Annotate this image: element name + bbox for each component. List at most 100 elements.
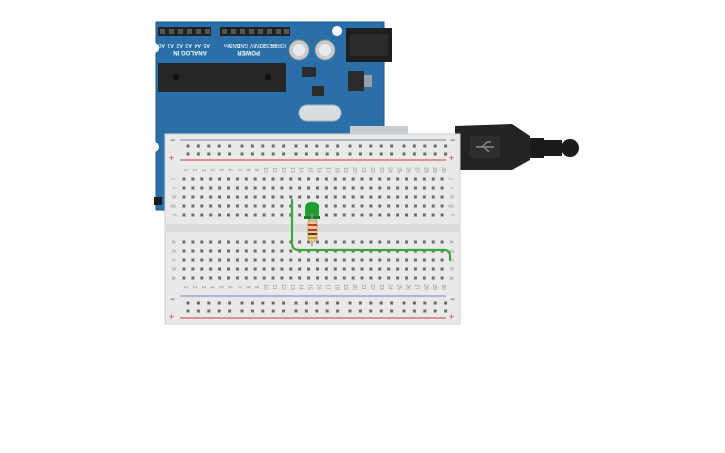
rail-hole[interactable] [433, 152, 437, 156]
terminal-hole[interactable] [200, 258, 204, 262]
terminal-hole[interactable] [351, 267, 355, 271]
terminal-hole[interactable] [422, 267, 426, 271]
terminal-hole[interactable] [431, 213, 435, 217]
rail-hole[interactable] [369, 309, 373, 313]
rail-hole[interactable] [433, 144, 437, 148]
terminal-hole[interactable] [209, 240, 213, 244]
terminal-hole[interactable] [191, 186, 195, 190]
rail-hole[interactable] [240, 152, 244, 156]
terminal-hole[interactable] [280, 267, 284, 271]
terminal-hole[interactable] [209, 204, 213, 208]
terminal-hole[interactable] [324, 267, 328, 271]
terminal-hole[interactable] [271, 267, 275, 271]
rail-hole[interactable] [315, 152, 319, 156]
rail-hole[interactable] [348, 301, 352, 305]
rail-hole[interactable] [402, 301, 406, 305]
terminal-hole[interactable] [253, 204, 257, 208]
rail-hole[interactable] [304, 301, 308, 305]
terminal-hole[interactable] [387, 195, 391, 199]
rail-hole[interactable] [369, 152, 373, 156]
terminal-hole[interactable] [218, 240, 222, 244]
rail-hole[interactable] [207, 301, 211, 305]
terminal-hole[interactable] [271, 240, 275, 244]
terminal-hole[interactable] [298, 204, 302, 208]
terminal-hole[interactable] [413, 258, 417, 262]
rail-hole[interactable] [358, 152, 362, 156]
terminal-hole[interactable] [253, 276, 257, 280]
terminal-hole[interactable] [316, 186, 319, 190]
terminal-hole[interactable] [422, 195, 426, 199]
terminal-hole[interactable] [200, 204, 204, 208]
terminal-hole[interactable] [413, 186, 417, 190]
terminal-hole[interactable] [360, 204, 364, 208]
rail-hole[interactable] [423, 301, 427, 305]
rail-hole[interactable] [379, 301, 383, 305]
terminal-hole[interactable] [342, 240, 346, 244]
terminal-hole[interactable] [289, 177, 293, 181]
terminal-hole[interactable] [209, 276, 213, 280]
terminal-hole[interactable] [227, 204, 230, 208]
terminal-hole[interactable] [289, 186, 293, 190]
rail-hole[interactable] [390, 301, 394, 305]
terminal-hole[interactable] [191, 267, 195, 271]
terminal-hole[interactable] [182, 276, 186, 280]
terminal-hole[interactable] [360, 177, 364, 181]
terminal-hole[interactable] [333, 276, 337, 280]
rail-hole[interactable] [250, 152, 254, 156]
terminal-hole[interactable] [209, 258, 213, 262]
rail-hole[interactable] [423, 152, 427, 156]
terminal-hole[interactable] [369, 213, 373, 217]
rail-hole[interactable] [282, 144, 286, 148]
rail-hole[interactable] [444, 144, 448, 148]
terminal-hole[interactable] [280, 195, 284, 199]
rail-hole[interactable] [294, 152, 298, 156]
terminal-hole[interactable] [200, 186, 204, 190]
rail-hole[interactable] [261, 144, 265, 148]
rail-hole[interactable] [412, 309, 416, 313]
terminal-hole[interactable] [431, 276, 435, 280]
terminal-hole[interactable] [200, 240, 204, 244]
terminal-hole[interactable] [253, 267, 257, 271]
rail-hole[interactable] [217, 301, 221, 305]
rail-hole[interactable] [271, 301, 275, 305]
terminal-hole[interactable] [280, 186, 284, 190]
rail-hole[interactable] [217, 152, 221, 156]
terminal-hole[interactable] [262, 177, 266, 181]
rail-hole[interactable] [336, 152, 340, 156]
rail-hole[interactable] [348, 309, 352, 313]
terminal-hole[interactable] [298, 267, 302, 271]
terminal-hole[interactable] [378, 213, 382, 217]
terminal-hole[interactable] [280, 177, 284, 181]
rail-hole[interactable] [228, 301, 232, 305]
rail-hole[interactable] [282, 301, 286, 305]
terminal-hole[interactable] [369, 195, 373, 199]
terminal-hole[interactable] [244, 240, 248, 244]
terminal-hole[interactable] [271, 276, 275, 280]
terminal-hole[interactable] [333, 213, 337, 217]
terminal-hole[interactable] [298, 186, 302, 190]
terminal-hole[interactable] [324, 213, 328, 217]
rail-hole[interactable] [444, 301, 448, 305]
rail-hole[interactable] [358, 301, 362, 305]
rail-hole[interactable] [196, 144, 200, 148]
terminal-hole[interactable] [405, 204, 408, 208]
terminal-hole[interactable] [387, 240, 391, 244]
terminal-hole[interactable] [271, 186, 275, 190]
analog-pin-header[interactable] [158, 27, 211, 36]
rail-hole[interactable] [315, 309, 319, 313]
terminal-hole[interactable] [253, 177, 257, 181]
terminal-hole[interactable] [218, 276, 222, 280]
terminal-hole[interactable] [235, 276, 239, 280]
rail-hole[interactable] [217, 309, 221, 313]
terminal-hole[interactable] [324, 195, 328, 199]
terminal-hole[interactable] [387, 204, 391, 208]
terminal-hole[interactable] [271, 195, 275, 199]
power-pin-header[interactable] [220, 27, 290, 36]
rail-hole[interactable] [207, 144, 211, 148]
terminal-hole[interactable] [262, 204, 266, 208]
terminal-hole[interactable] [396, 276, 400, 280]
terminal-hole[interactable] [253, 186, 257, 190]
terminal-hole[interactable] [413, 195, 417, 199]
terminal-hole[interactable] [405, 240, 408, 244]
terminal-hole[interactable] [422, 213, 426, 217]
